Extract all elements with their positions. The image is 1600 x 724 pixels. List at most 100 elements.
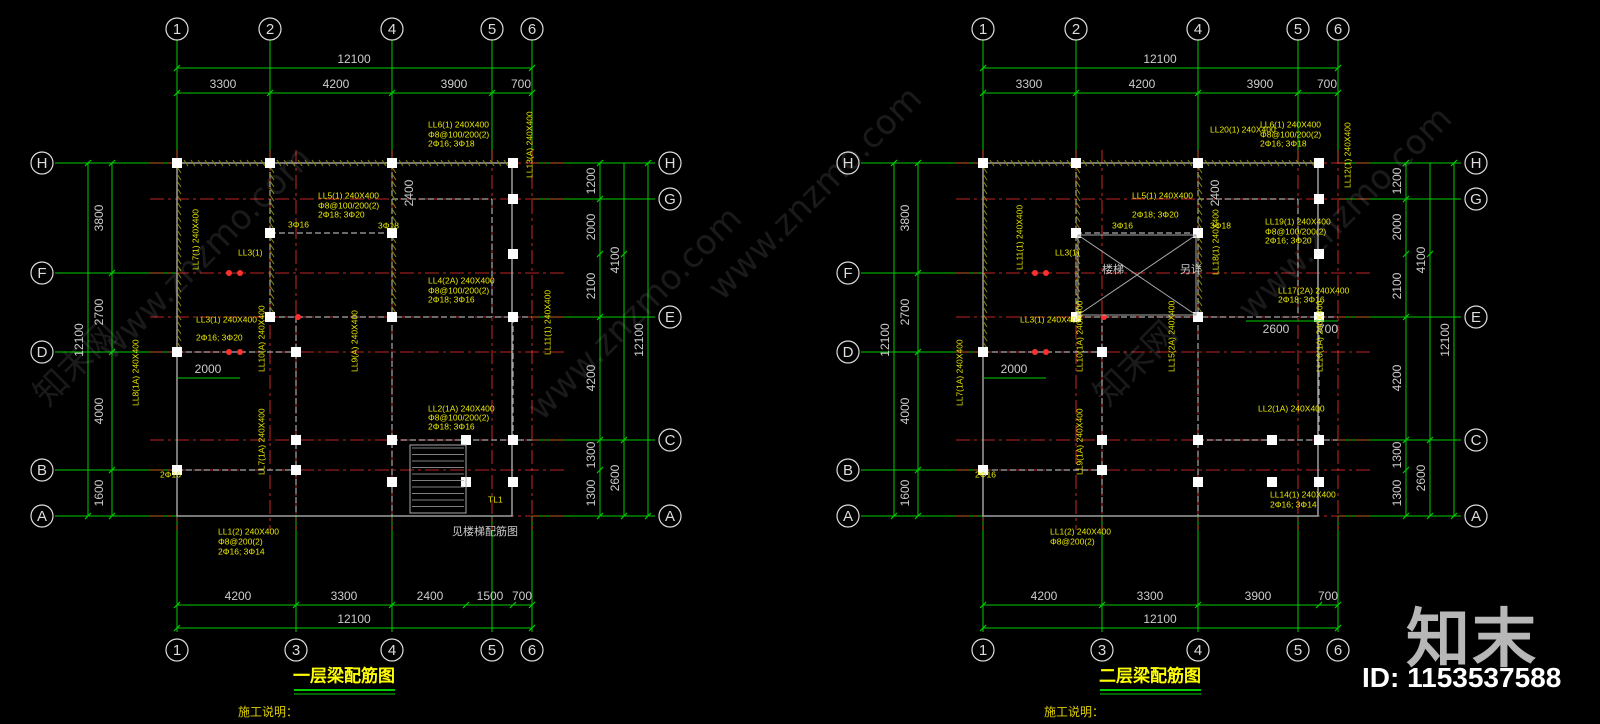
hatch-mark bbox=[1075, 180, 1081, 188]
column bbox=[1097, 465, 1107, 475]
dim-text: 1300 bbox=[1390, 441, 1404, 468]
dim-tick bbox=[1426, 250, 1434, 258]
dim-tick bbox=[596, 195, 604, 203]
hatch-mark bbox=[1197, 271, 1203, 279]
hatch-mark bbox=[503, 159, 509, 167]
hatch-mark bbox=[1197, 243, 1203, 251]
hatch-mark bbox=[269, 243, 275, 251]
axis-bubble bbox=[1464, 305, 1488, 329]
hatch-mark bbox=[269, 208, 275, 216]
dim-text: 700 bbox=[1318, 322, 1338, 336]
dim-text: 2400 bbox=[417, 589, 444, 603]
hatch-mark bbox=[269, 264, 275, 272]
hatch-mark bbox=[426, 159, 432, 167]
hatch-mark bbox=[318, 159, 324, 167]
dim-tick bbox=[979, 64, 987, 72]
beam-annotation: 2Φ16; 3Φ20 bbox=[1265, 235, 1312, 245]
hatch-mark bbox=[982, 285, 988, 293]
dim-text: 2600 bbox=[1414, 464, 1428, 491]
dim-tick bbox=[528, 601, 536, 609]
beam-annotation: Φ8@200(2) bbox=[218, 536, 263, 546]
beam-annotation: LL20(1) 240X400 bbox=[1210, 124, 1276, 134]
dim-text: 2700 bbox=[898, 298, 912, 325]
building-outline bbox=[982, 162, 1319, 517]
axis-label: D bbox=[37, 344, 48, 361]
column bbox=[172, 465, 182, 475]
column bbox=[1193, 477, 1203, 487]
dim-tick bbox=[1402, 512, 1410, 520]
column bbox=[1267, 477, 1277, 487]
hatch-mark bbox=[1138, 159, 1144, 167]
hatch-mark bbox=[391, 257, 397, 265]
dim-tick bbox=[979, 601, 987, 609]
dim-tick bbox=[1426, 512, 1434, 520]
dim-text: 700 bbox=[1318, 589, 1338, 603]
dim-text: 1500 bbox=[477, 589, 504, 603]
beam-annotation: LL2(1A) 240X400 bbox=[1258, 403, 1325, 413]
hatch-mark bbox=[176, 194, 182, 202]
dim-text: 2400 bbox=[1208, 179, 1222, 206]
axis-label: E bbox=[665, 309, 675, 326]
hatch-mark bbox=[391, 243, 397, 251]
axis-bubble bbox=[836, 504, 860, 528]
hatch-mark bbox=[176, 320, 182, 328]
hatch-mark bbox=[176, 229, 182, 237]
hatch-mark bbox=[1066, 159, 1072, 167]
hatch-mark bbox=[1197, 194, 1203, 202]
beam-annotation: LL17(2A) 240X400 bbox=[1278, 285, 1350, 295]
hatch-mark bbox=[211, 159, 217, 167]
hatch-mark bbox=[176, 173, 182, 181]
hatch-mark bbox=[433, 159, 439, 167]
dim-text: 1300 bbox=[584, 441, 598, 468]
hatch-mark bbox=[391, 208, 397, 216]
beam-node bbox=[295, 314, 301, 320]
beam-node bbox=[1043, 270, 1049, 276]
hatch-mark bbox=[232, 159, 238, 167]
beam-annotation: 楼梯 bbox=[1102, 262, 1124, 276]
dim-tick bbox=[1098, 601, 1106, 609]
column bbox=[1193, 158, 1203, 168]
hatch-mark bbox=[398, 159, 404, 167]
beam-annotation: Φ8@100/200(2) bbox=[428, 129, 489, 139]
axis-bubble bbox=[520, 17, 544, 41]
hatch-mark bbox=[982, 271, 988, 279]
dim-tick bbox=[292, 601, 300, 609]
hatch-mark bbox=[1159, 159, 1165, 167]
beam-annotation: LL1(2) 240X400 bbox=[1050, 526, 1111, 536]
dim-tick bbox=[509, 601, 517, 609]
dim-text: 2000 bbox=[584, 213, 598, 240]
dim-tick bbox=[1315, 601, 1323, 609]
hatch-mark bbox=[176, 187, 182, 195]
dim-text: 700 bbox=[511, 77, 531, 91]
dim-tick bbox=[1334, 64, 1342, 72]
hatch-mark bbox=[982, 229, 988, 237]
column bbox=[1314, 158, 1324, 168]
axis-bubble bbox=[1464, 151, 1488, 175]
hatch-mark bbox=[440, 159, 446, 167]
axis-bubble bbox=[658, 504, 682, 528]
column bbox=[387, 477, 397, 487]
hatch-mark bbox=[982, 236, 988, 244]
beam-annotation: LL6(1) 240X400 bbox=[428, 119, 489, 129]
dim-tick bbox=[1194, 601, 1202, 609]
axis-bubble bbox=[30, 151, 54, 175]
column bbox=[1193, 312, 1203, 322]
beam-annotation: LL10(1A) 240X400 bbox=[1074, 300, 1084, 372]
column bbox=[1314, 477, 1324, 487]
hatch-mark bbox=[1082, 159, 1088, 167]
hatch-mark bbox=[391, 215, 397, 223]
column bbox=[978, 158, 988, 168]
dim-tick bbox=[596, 512, 604, 520]
hatch-mark bbox=[391, 264, 397, 272]
axis-bubble bbox=[1326, 17, 1350, 41]
hatch-mark bbox=[1197, 250, 1203, 258]
beam-node bbox=[1043, 349, 1049, 355]
column bbox=[508, 249, 518, 259]
hatch-mark bbox=[269, 250, 275, 258]
hatch-mark bbox=[269, 292, 275, 300]
hatch-mark bbox=[1038, 159, 1044, 167]
dim-text: 4200 bbox=[584, 364, 598, 391]
dim-tick bbox=[644, 512, 652, 520]
dim-text: 4200 bbox=[1390, 364, 1404, 391]
dim-text: 3300 bbox=[331, 589, 358, 603]
